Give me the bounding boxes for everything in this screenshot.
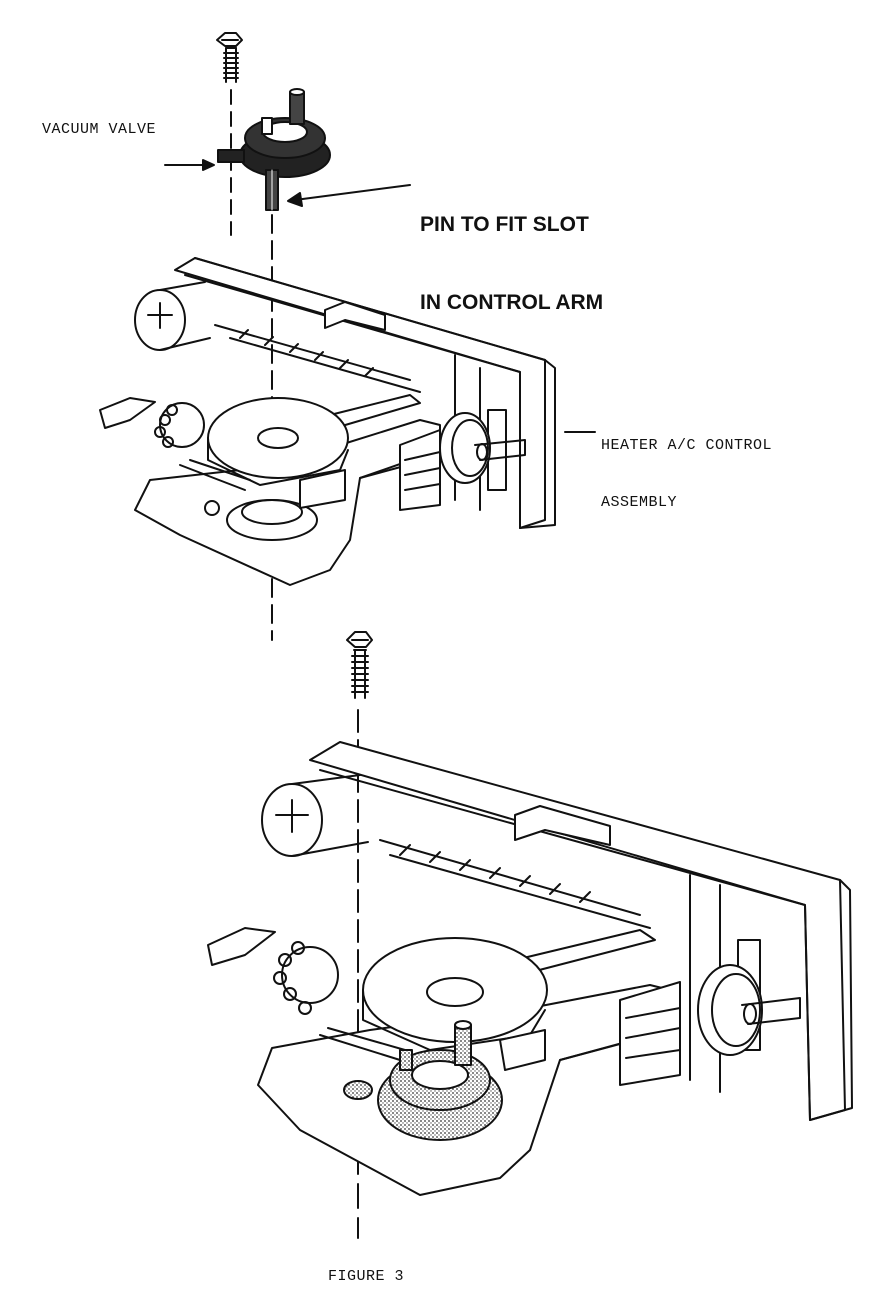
installed-vacuum-valve-icon [343, 1020, 503, 1141]
pin-callout-arrow [287, 184, 411, 207]
pin-callout-line-1: PIN TO FIT SLOT [420, 213, 589, 236]
vacuum-valve-label: VACUUM VALVE [42, 121, 157, 138]
pin-callout-label: PIN TO FIT SLOT IN CONTROL ARM [420, 160, 603, 368]
control-assembly-bottom [207, 741, 853, 1196]
heater-ac-control-label: HEATER A/C CONTROL ASSEMBLY [601, 398, 772, 550]
figure-caption: FIGURE 3 [328, 1268, 405, 1285]
control-assembly-top [99, 257, 556, 586]
vacuum-valve-icon [217, 88, 331, 211]
pin-callout-line-2: IN CONTROL ARM [420, 291, 604, 314]
screen-top-icon [216, 32, 243, 83]
screen-bottom-icon [346, 631, 373, 699]
heater-label-line-1: HEATER A/C CONTROL [601, 437, 773, 454]
heater-label-line-2: ASSEMBLY [601, 494, 678, 511]
vacuum-valve-arrow [164, 159, 215, 171]
